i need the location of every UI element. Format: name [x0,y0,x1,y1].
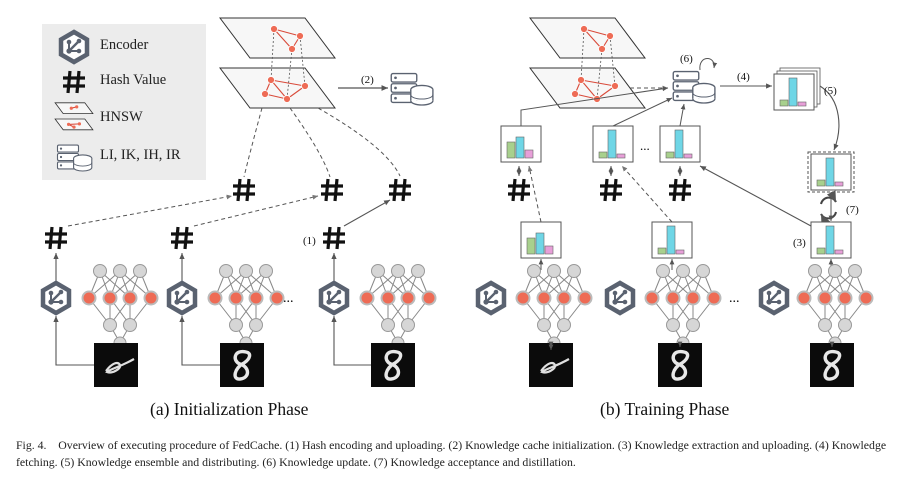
phase-title-initialization: (a) Initialization Phase [150,399,309,419]
hash-icon-right-2 [598,177,624,203]
hash-icon-uploaded-2 [319,177,345,203]
ellipsis-left: ... [283,291,294,306]
step-3-label: (3) [793,237,806,249]
hash-icon-client-1 [43,225,69,251]
hash-icon-right-3 [667,177,693,203]
hash-icon-uploaded-3 [387,177,413,203]
encoder-icon-client-3 [321,283,347,313]
encoder-icon-client-2 [169,283,195,313]
caption-label: Fig. 4. [16,438,47,452]
neural-network-client-1 [81,263,159,350]
knowledge-box-client-3 [810,221,852,259]
step-1-label: (1) [303,235,316,247]
fetched-knowledge-stack [773,67,821,111]
knowledge-box-uploaded-2 [592,125,634,163]
hnsw-structure-right [529,17,646,109]
knowledge-box-client-2 [651,221,693,259]
knowledge-box-uploaded-1 [500,125,542,163]
upload-arrow-2 [193,194,319,227]
encoder-icon [61,32,87,62]
step-6-label: (6) [680,53,693,65]
upload-arrow-3 [343,199,391,227]
database-icon-left [390,72,434,106]
refresh-icon [820,190,837,226]
knowledge-box-uploaded-3 [659,125,701,163]
database-icon-right [672,70,716,104]
neural-network-right-1 [515,263,593,350]
digit-image-right-2 [656,341,704,389]
neural-network-right-2 [644,263,722,350]
hash-icon-right-1 [506,177,532,203]
step-5-label: (5) [824,85,837,97]
arrow-step5 [819,85,840,151]
step-2-label: (2) [361,74,374,86]
hash-icon-client-3 [321,225,347,251]
ellipsis-right: ... [729,291,740,306]
digit-image-right-3 [808,341,856,389]
legend-label-db: LI, IK, IH, IR [100,147,181,163]
neural-network-right-3 [796,263,874,350]
legend-label-encoder: Encoder [100,37,149,53]
figure-caption: Fig. 4. Overview of executing procedure … [16,437,888,471]
legend-label-hash: Hash Value [100,72,167,88]
ellipsis-middle: ... [640,138,650,153]
upload-to-db-links [520,86,686,127]
encoder-icon-right-1 [478,283,504,313]
caption-text: Overview of executing procedure of FedCa… [16,438,887,469]
hash-icon-client-2 [169,225,195,251]
digit-image-client-2 [218,341,266,389]
neural-network-client-3 [359,263,437,350]
hnsw-hash-links [243,107,401,178]
encoder-icon-right-2 [607,283,633,313]
encoder-icon-client-1 [43,283,69,313]
phase-title-training: (b) Training Phase [600,399,730,419]
hash-icon-uploaded-1 [231,177,257,203]
legend-label-hnsw: HNSW [100,109,143,125]
knowledge-box-client-1 [520,221,562,259]
encoder-icon-right-3 [761,283,787,313]
hnsw-layers-icon [54,102,94,131]
digit-image-client-3 [369,341,417,389]
step-4-label: (4) [737,71,750,83]
ensembled-knowledge [807,151,855,193]
neural-network-client-2 [207,263,285,350]
upload-arrow-1 [67,194,233,227]
digit-image-client-1 [92,341,140,389]
step-7-label: (7) [846,204,859,216]
self-update-loop [699,58,718,71]
hnsw-structure-left [219,17,336,109]
